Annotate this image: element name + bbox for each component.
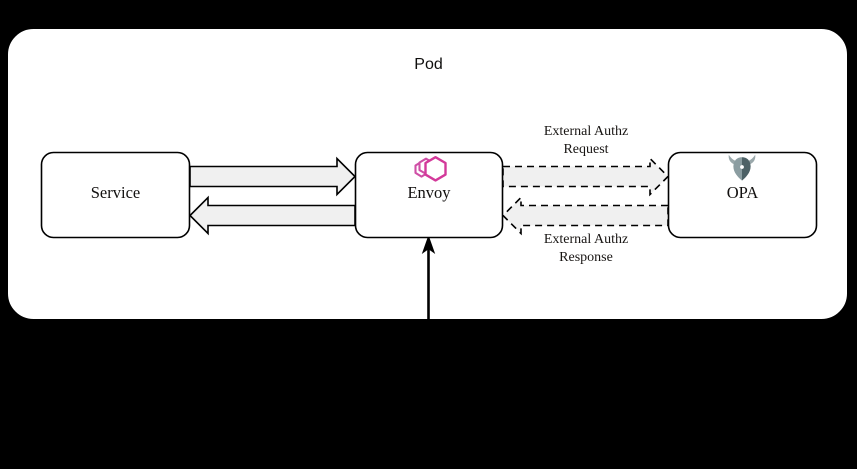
authz-response-edge-label: External Authz Response	[505, 231, 667, 267]
service-node-shape[interactable]	[40, 151, 191, 239]
envoy-node-shape[interactable]	[354, 151, 504, 239]
ingress-arrow-shape[interactable]	[421, 235, 436, 469]
authz-request-edge-label: External Authz Request	[505, 123, 667, 159]
opa-to-envoy-arrow-shape[interactable]	[501, 195, 669, 236]
authz-response-line-1: External Authz	[543, 232, 629, 247]
authz-response-line-2: Response	[559, 249, 613, 265]
envoy-hexagon-logo-icon	[414, 155, 447, 182]
envoy-to-service-arrow-shape[interactable]	[188, 195, 356, 236]
opa-node-shape[interactable]	[667, 151, 818, 239]
authz-request-line-1: External Authz	[543, 124, 629, 139]
envoy-to-opa-arrow-shape[interactable]	[502, 156, 670, 197]
service-to-envoy-arrow-shape[interactable]	[189, 156, 357, 197]
opa-horned-shield-logo-icon	[728, 154, 756, 181]
authz-request-line-2: Request	[563, 141, 609, 157]
